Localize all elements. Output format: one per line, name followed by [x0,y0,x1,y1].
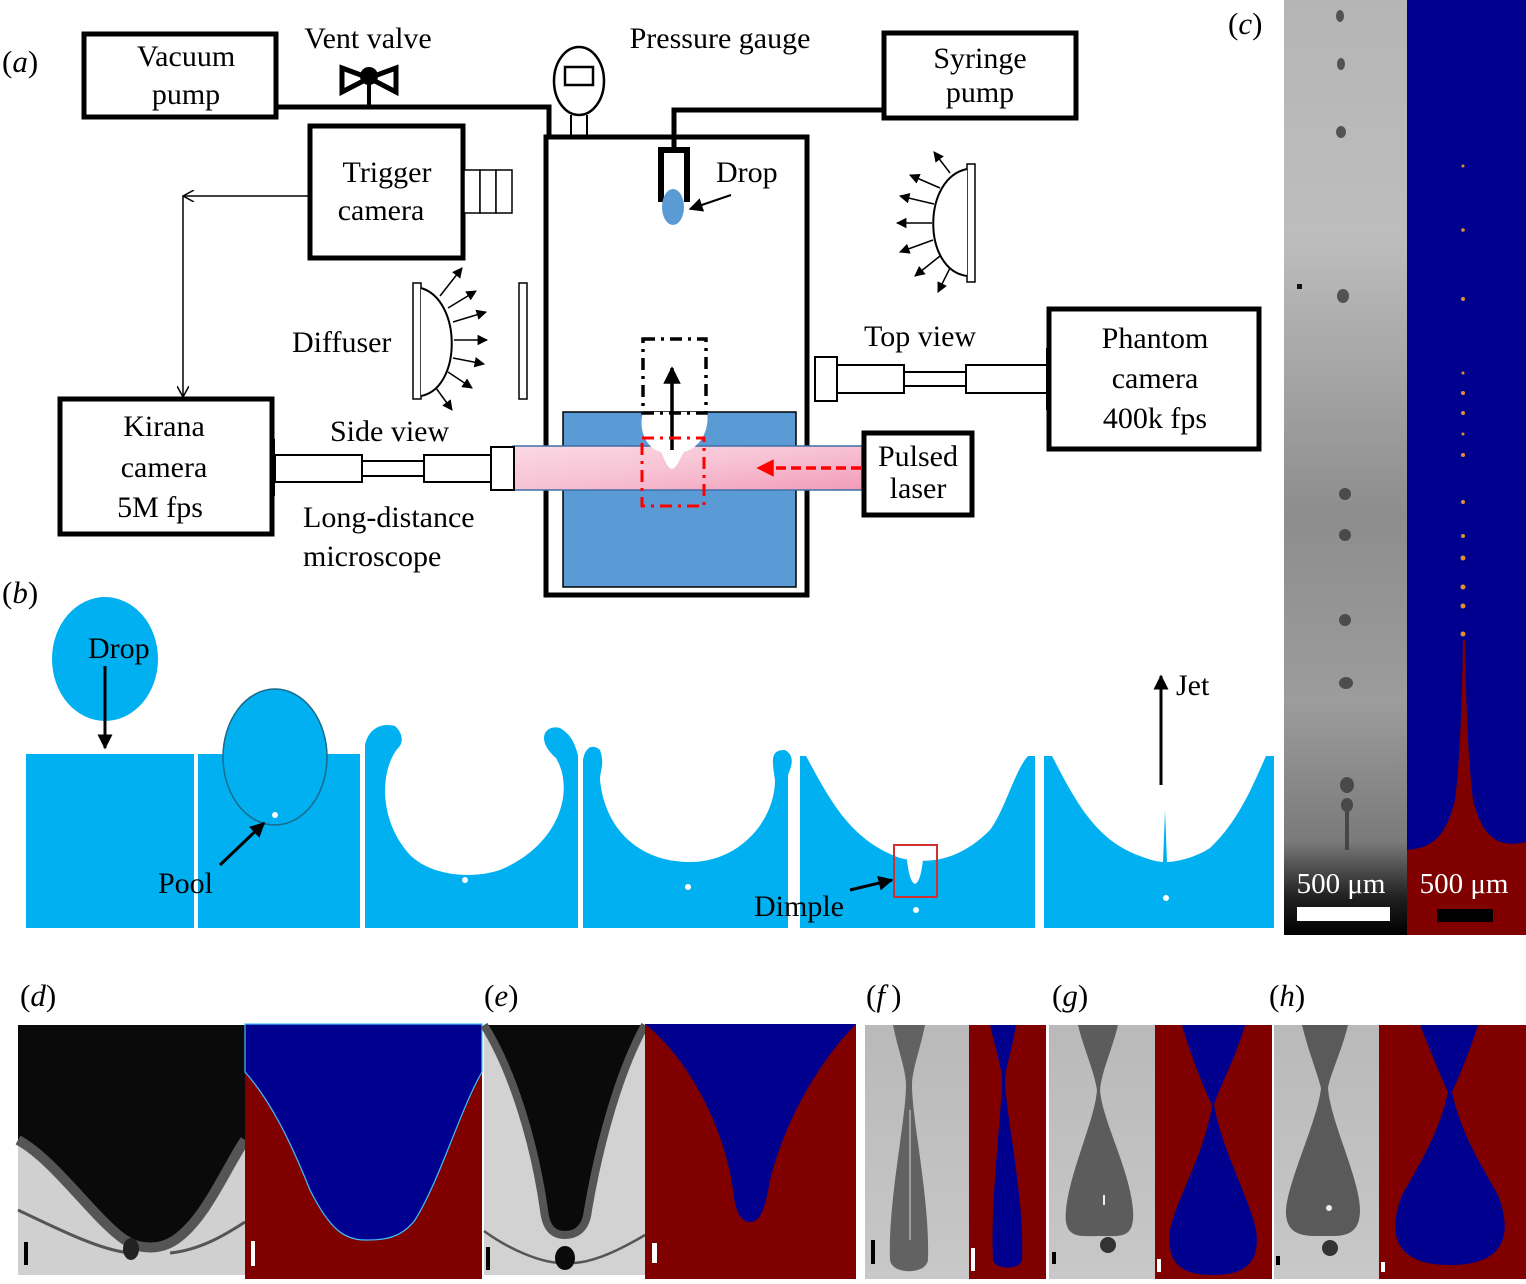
vacuum-pump-label-2: pump [152,78,220,111]
syringe-pump-box: Syringe pump [881,30,1079,121]
microscope-label-2: microscope [303,540,441,573]
trigger-camera-box: Trigger camera [307,123,513,261]
simulation-jet-image: 500 μm [1407,0,1526,935]
cavity-shape [641,412,708,469]
right-diffuser-icon [895,151,976,293]
sequence-jet-label: Jet [1176,669,1210,702]
panel-label-h: (h) [1269,978,1305,1013]
phantom-camera-label-2: camera [1112,362,1199,395]
sequence-frame-4 [583,746,792,928]
panel-c: (c) 500 μm [1228,0,1526,935]
panel-label-b: (b) [2,575,38,610]
trigger-camera-label-1: Trigger [343,156,432,189]
drop-icon [662,189,684,225]
experiment-drop-image-g [1049,1025,1155,1279]
side-view-field-box [640,436,706,508]
panel-b: (b) Drop Pool [2,575,1274,928]
panel-label-a: (a) [2,44,38,79]
panel-label-f: (f ) [866,978,901,1013]
dimple-highlight-box [893,844,938,898]
kirana-camera-label-3: 5M fps [117,491,203,524]
scale-bar-label-right: 500 μm [1420,868,1509,900]
phantom-camera-label-3: 400k fps [1103,402,1207,435]
left-diffuser-icon [412,267,528,411]
experiment-cavity-image-e [480,1022,649,1275]
simulation-drop-image-f [969,1025,1046,1279]
top-view-label: Top view [864,320,976,353]
syringe-line [671,107,884,148]
top-view-field-box [641,337,708,415]
experiment-drop-image-f [865,1025,969,1279]
experiment-cavity-image-d [15,1025,250,1275]
vent-valve-icon [339,64,399,107]
drop-label: Drop [716,156,778,189]
pulsed-laser-label-1: Pulsed [878,440,958,473]
phantom-camera-box: Phantom camera 400k fps [1046,306,1262,452]
vent-valve-label: Vent valve [304,22,431,55]
simulation-drop-image-g [1155,1025,1272,1279]
vacuum-pump-label-1: Vacuum [137,40,235,73]
sequence-dimple-label: Dimple [754,890,844,923]
top-view-microscope [814,348,1050,410]
sequence-frame-1: Drop [26,597,194,928]
sequence-frame-3 [365,724,578,928]
panel-g: (g) [1049,978,1272,1279]
microscope-label-1: Long-distance [303,501,475,534]
panel-a: (a) Vacuum pump Vent valve Pressure gaug… [2,22,1262,598]
needle-icon [658,147,690,202]
scale-bar-label-left: 500 μm [1297,868,1386,900]
trigger-signal-line [183,196,310,397]
kirana-camera-label-2: camera [121,451,208,484]
sequence-pool-label: Pool [158,867,213,900]
panel-f: (f ) [865,978,1046,1279]
sequence-frame-2: Pool [158,688,360,928]
pressure-gauge-icon [552,45,606,137]
sequence-frame-5: Dimple [754,756,1035,928]
drop-pointer-arrow [688,194,732,212]
panel-label-c: (c) [1228,6,1262,41]
panel-label-d: (d) [20,978,56,1013]
panel-h: (h) [1269,978,1526,1279]
experiment-drop-image-h [1274,1025,1379,1279]
syringe-pump-label-1: Syringe [933,42,1026,75]
vacuum-pump-box: Vacuum pump [81,31,279,120]
experiment-jet-image: 500 μm [1284,0,1407,935]
simulation-drop-image-h [1379,1025,1526,1279]
panel-label-e: (e) [484,978,518,1013]
diffuser-label: Diffuser [292,326,391,359]
syringe-pump-label-2: pump [946,76,1014,109]
panel-d: (d) [15,978,483,1279]
pulsed-laser-label-2: laser [890,472,947,505]
sequence-drop-label: Drop [88,632,150,665]
simulation-cavity-image-d [244,1023,483,1279]
simulation-cavity-image-e [645,1024,856,1279]
side-view-label: Side view [330,415,449,448]
phantom-camera-label-1: Phantom [1102,322,1209,355]
panel-e: (e) [480,978,856,1279]
trigger-camera-label-2: camera [338,194,425,227]
panel-label-g: (g) [1052,978,1088,1013]
kirana-camera-box: Kirana camera 5M fps [57,396,275,537]
pressure-gauge-label: Pressure gauge [630,22,811,55]
side-view-microscope [270,439,515,496]
sequence-frame-6: Jet [1044,669,1274,928]
pulsed-laser-box: Pulsed laser [861,430,975,518]
vacuum-chamber [543,134,810,598]
kirana-camera-label-1: Kirana [123,410,205,443]
